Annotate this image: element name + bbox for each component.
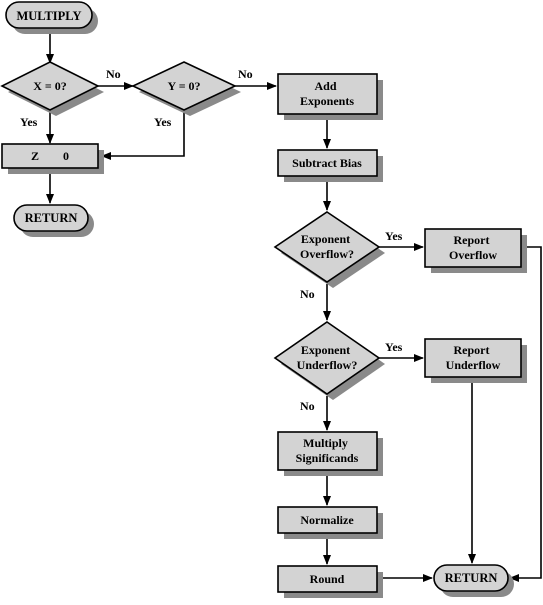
normalize-node: Normalize: [277, 506, 383, 539]
label-underflow-yes: Yes: [385, 340, 403, 354]
exponent-overflow-decision: Exponent Overflow?: [273, 211, 385, 288]
add-exponents-node: Add Exponents: [277, 73, 383, 120]
return-left-label: RETURN: [25, 211, 78, 225]
edge-report-overflow-to-return: [509, 246, 542, 582]
exponent-underflow-decision: Exponent Underflow?: [273, 321, 385, 400]
subtract-bias-label: Subtract Bias: [292, 156, 362, 170]
exponent-underflow-label: Exponent Underflow?: [297, 343, 358, 372]
y-zero-decision: Y = 0?: [131, 61, 241, 116]
report-underflow-label: Report Underflow: [446, 343, 501, 372]
label-overflow-yes: Yes: [385, 229, 403, 243]
multiply-start-label: MULTIPLY: [16, 9, 81, 23]
report-overflow-node: Report Overflow: [424, 228, 527, 273]
multiply-start-node: MULTIPLY: [5, 1, 98, 34]
z-zero-node: Z 0: [1, 143, 104, 174]
edges: [46, 30, 542, 582]
label-overflow-no: No: [300, 287, 315, 301]
normalize-label: Normalize: [300, 513, 354, 527]
report-underflow-node: Report Underflow: [424, 338, 527, 383]
multiply-significands-node: Multiply Significands: [277, 431, 383, 476]
return-left-node: RETURN: [13, 204, 94, 237]
label-y-yes: Yes: [154, 115, 172, 129]
return-right-label: RETURN: [445, 571, 498, 585]
edge-labels: No Yes No Yes Yes No Yes No: [20, 67, 403, 413]
round-label: Round: [310, 572, 345, 586]
exponent-overflow-label: Exponent Overflow?: [300, 232, 354, 261]
report-overflow-label: Report Overflow: [449, 233, 497, 262]
y-zero-label: Y = 0?: [167, 79, 200, 93]
return-right-node: RETURN: [433, 564, 514, 597]
subtract-bias-node: Subtract Bias: [277, 149, 383, 182]
label-underflow-no: No: [300, 399, 315, 413]
z-zero-label: Z 0: [31, 149, 69, 163]
x-zero-label: X = 0?: [33, 79, 67, 93]
label-x-no: No: [106, 67, 121, 81]
label-y-no: No: [238, 67, 253, 81]
x-zero-decision: X = 0?: [0, 61, 104, 116]
add-exponents-label: Add Exponents: [300, 79, 354, 108]
edge-y-yes-to-z: [101, 109, 185, 160]
round-node: Round: [277, 565, 383, 598]
label-x-yes: Yes: [20, 115, 38, 129]
multiply-significands-label: Multiply Significands: [296, 436, 359, 465]
